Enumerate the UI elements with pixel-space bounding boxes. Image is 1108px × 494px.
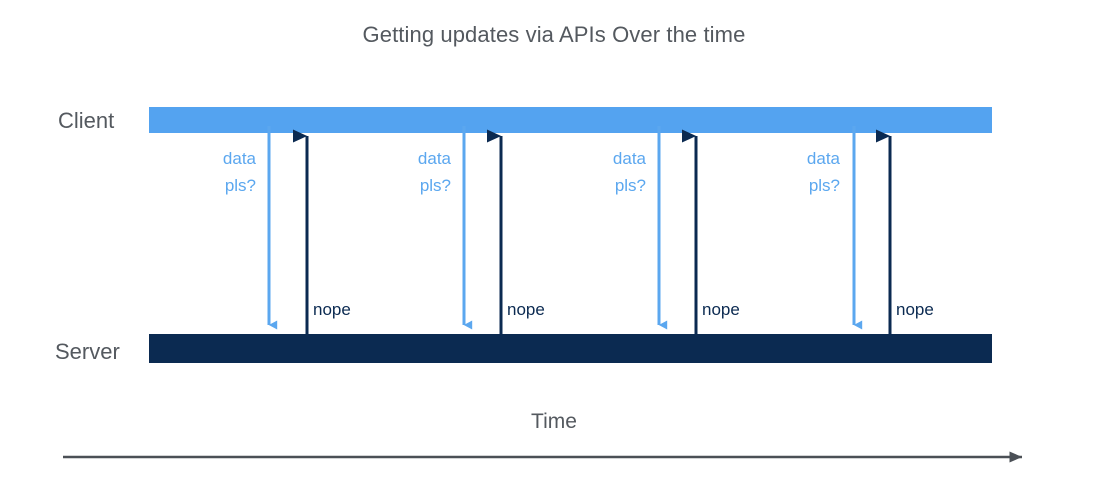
lane-label-client: Client	[58, 108, 115, 133]
request-label-1-line1: data	[222, 149, 256, 168]
server-lifeline-bar	[149, 334, 992, 363]
exchange-2	[462, 126, 503, 341]
request-label-3-line2: pls?	[614, 176, 646, 195]
request-label-4-line1: data	[806, 149, 840, 168]
exchange-3	[657, 126, 698, 341]
exchange-4	[852, 126, 892, 341]
request-label-2-line1: data	[417, 149, 451, 168]
client-lifeline-bar	[149, 107, 992, 133]
response-label-3: nope	[702, 300, 740, 319]
lane-label-server: Server	[55, 339, 120, 364]
request-label-1: data pls?	[176, 145, 256, 199]
response-label-4: nope	[896, 300, 934, 319]
request-label-3: data pls?	[566, 145, 646, 199]
request-label-2-line2: pls?	[419, 176, 451, 195]
request-label-4-line2: pls?	[808, 176, 840, 195]
time-axis-arrow	[63, 451, 1023, 463]
request-label-1-line2: pls?	[224, 176, 256, 195]
time-axis-label: Time	[531, 410, 577, 433]
response-label-1: nope	[313, 300, 351, 319]
diagram-title: Getting updates via APIs Over the time	[362, 22, 746, 47]
request-label-2: data pls?	[371, 145, 451, 199]
request-label-4: data pls?	[760, 145, 840, 199]
request-label-3-line1: data	[612, 149, 646, 168]
exchange-1	[267, 126, 309, 341]
response-label-2: nope	[507, 300, 545, 319]
